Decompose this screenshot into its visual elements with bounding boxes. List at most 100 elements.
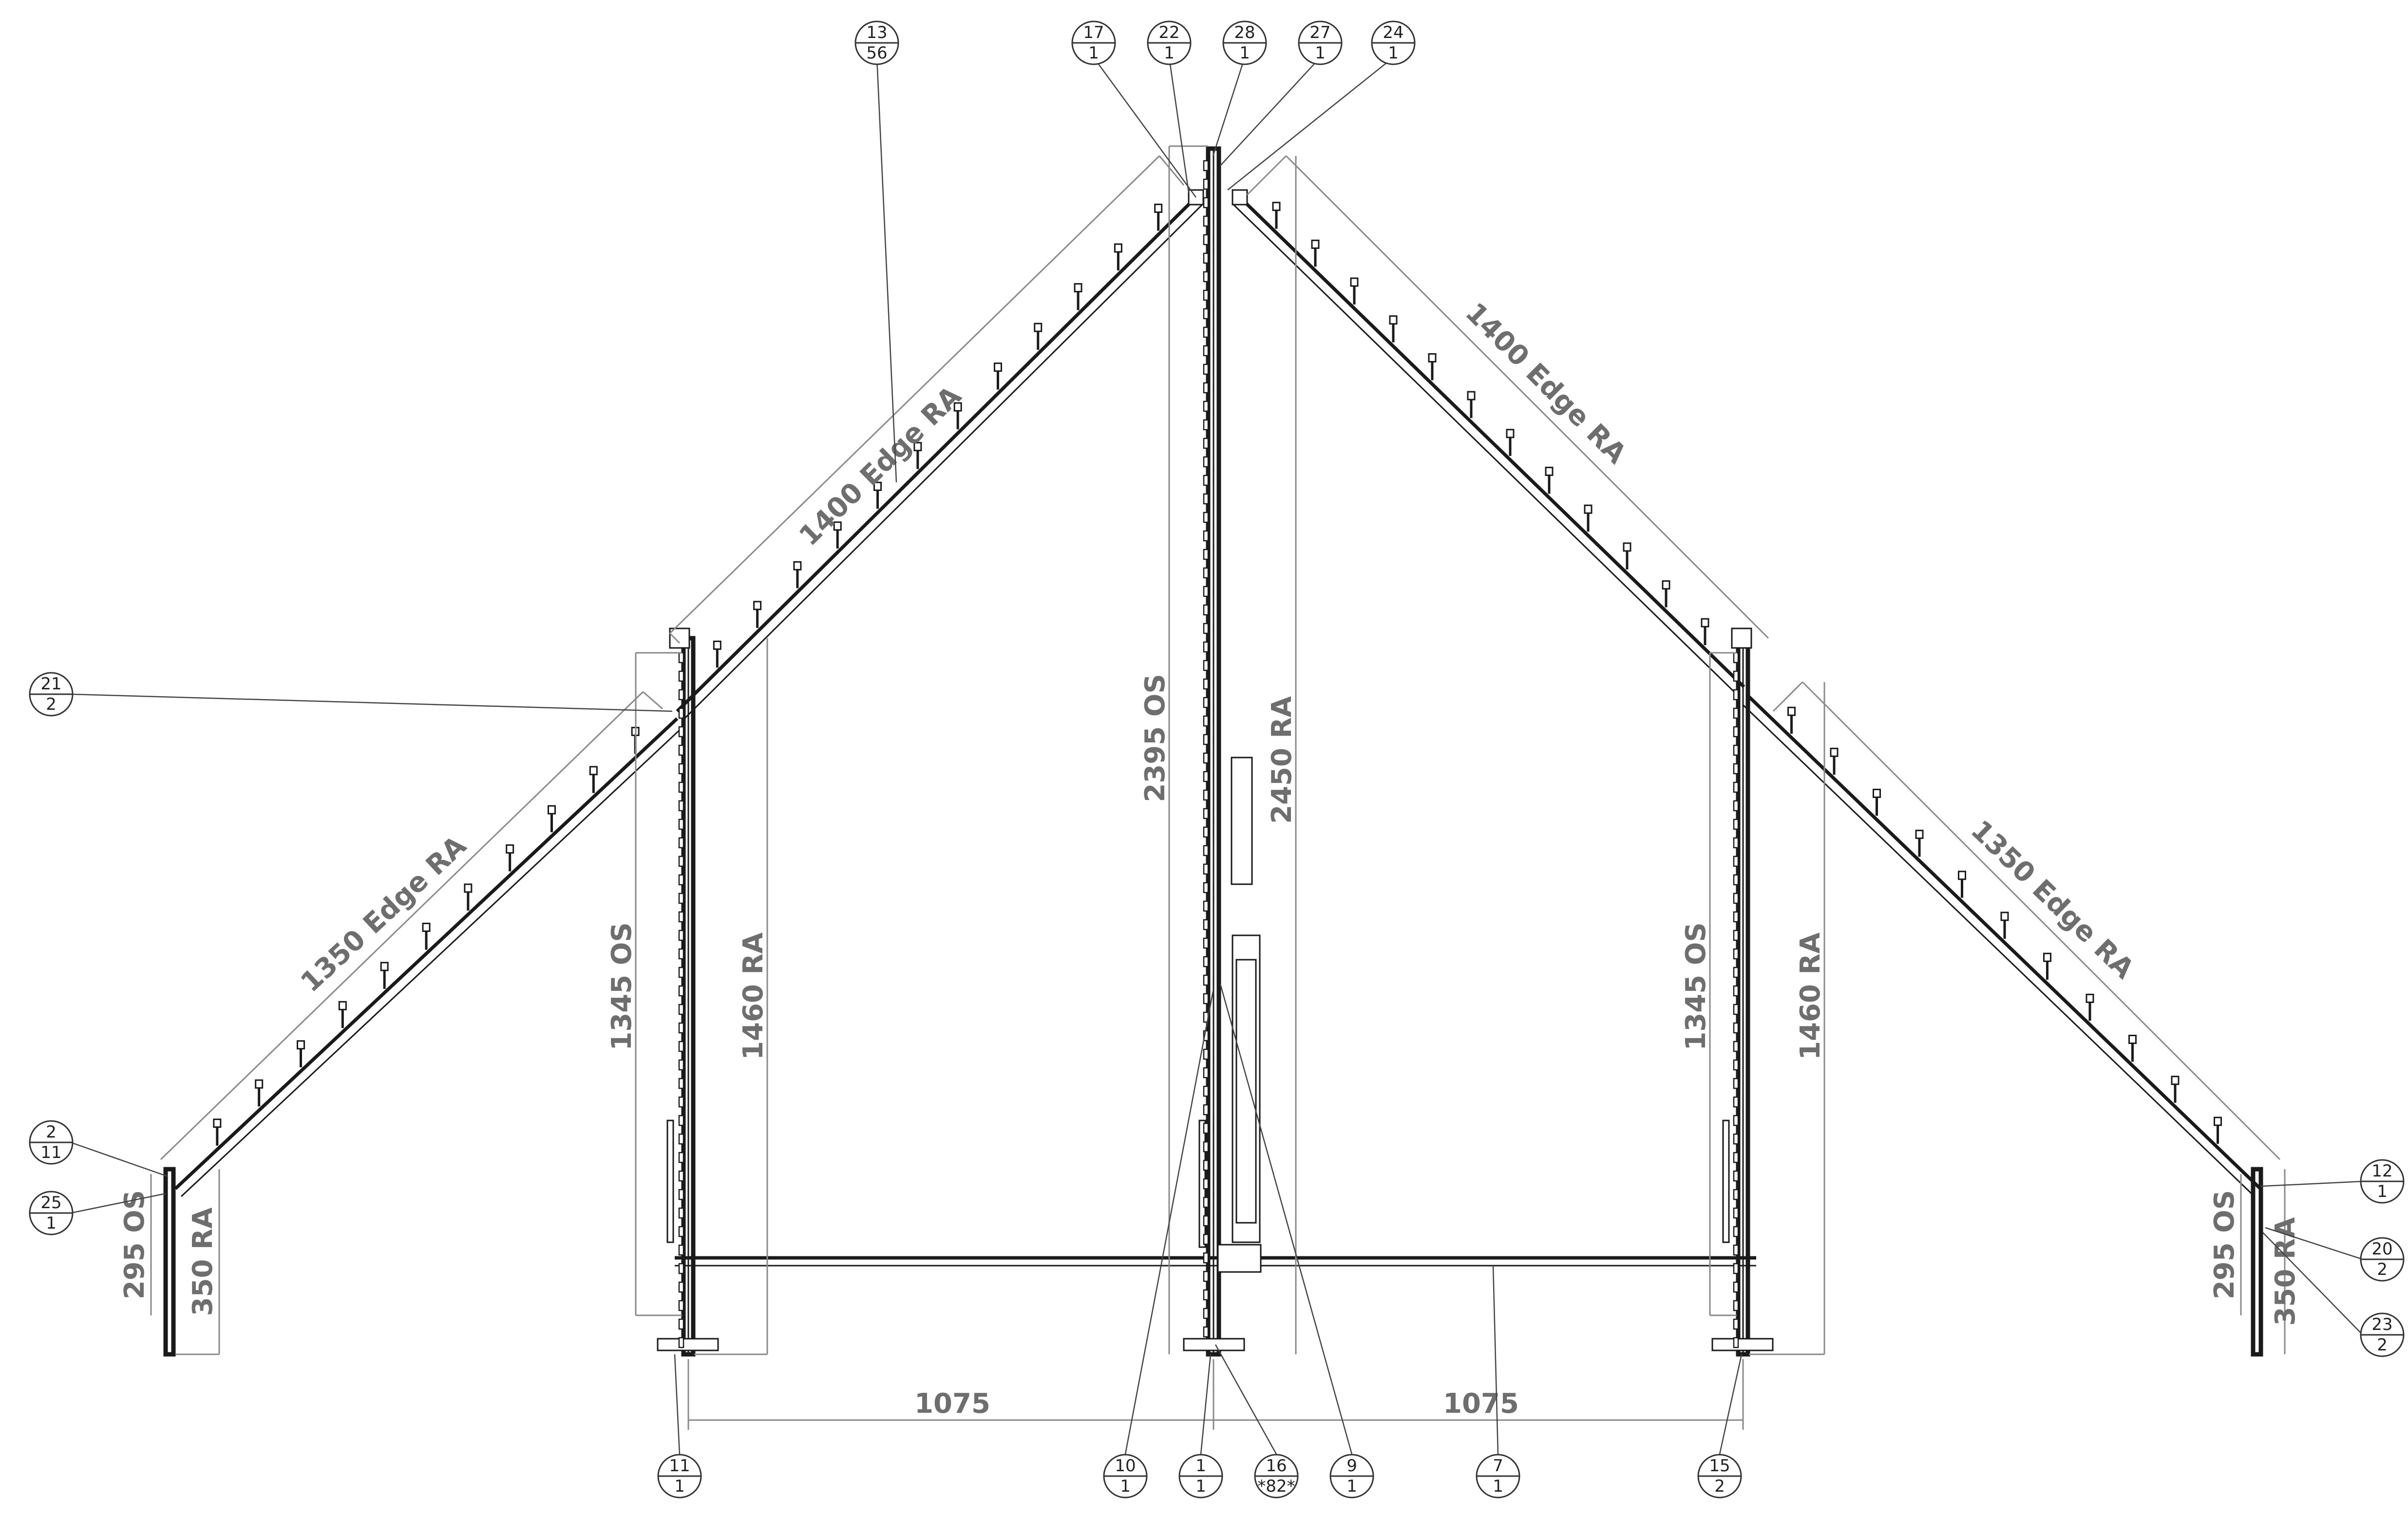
post-tooth bbox=[678, 1263, 684, 1274]
post-tooth bbox=[1203, 808, 1209, 819]
balloon-number: 27 bbox=[1309, 23, 1330, 42]
purlin-clip-head bbox=[1584, 504, 1593, 514]
post-tooth bbox=[678, 1226, 684, 1237]
post-tooth bbox=[678, 874, 684, 886]
leader-lines bbox=[70, 57, 2363, 1455]
purlin-clip-head bbox=[1662, 580, 1670, 590]
post-tooth bbox=[1203, 623, 1209, 634]
tie-beam bbox=[675, 1256, 1756, 1267]
post-tooth bbox=[678, 1170, 684, 1182]
dim-label-left-upper-rafter: 1400 Edge RA bbox=[793, 380, 967, 552]
post-tooth bbox=[1203, 604, 1209, 616]
post-tooth bbox=[1203, 289, 1209, 301]
purlin-clip-head bbox=[1506, 429, 1515, 438]
post-tooth bbox=[1203, 326, 1209, 338]
purlin-clip-head bbox=[1311, 239, 1320, 249]
base-plates bbox=[657, 1338, 1774, 1351]
post-tooth bbox=[1733, 874, 1739, 886]
post-tooth bbox=[1733, 985, 1739, 997]
post-tooth bbox=[1733, 855, 1739, 867]
post-tooth bbox=[1203, 1159, 1209, 1171]
post-tooth bbox=[1203, 937, 1209, 949]
balloon-item-7: 7 1 bbox=[1476, 1454, 1520, 1499]
balloon-item-11: 11 1 bbox=[657, 1454, 702, 1499]
post-tooth bbox=[678, 948, 684, 960]
purlin-clip-head bbox=[993, 362, 1002, 372]
balloon-number: 7 bbox=[1493, 1456, 1503, 1476]
post-tooth bbox=[1203, 474, 1209, 486]
post-tooth bbox=[1203, 993, 1209, 1005]
balloon-quantity: 1 bbox=[1315, 43, 1326, 63]
purlin-clip-head bbox=[953, 402, 962, 412]
rafter-right-lower bbox=[1742, 695, 2262, 1197]
purlin-clip-head bbox=[1545, 467, 1554, 476]
post-tooth bbox=[1203, 845, 1209, 856]
balloon-number: 20 bbox=[2371, 1239, 2392, 1259]
balloon-item-10: 10 1 bbox=[1103, 1454, 1148, 1499]
post-tooth bbox=[1203, 752, 1209, 764]
post-tooth bbox=[678, 1115, 684, 1126]
purlin-clip-head bbox=[1873, 789, 1881, 798]
purlin-clip-head bbox=[589, 766, 598, 776]
balloon-number: 2 bbox=[46, 1122, 57, 1142]
balloon-item-17: 17 1 bbox=[1071, 20, 1116, 65]
balloon-item-28: 28 1 bbox=[1222, 20, 1267, 65]
post-tooth bbox=[1203, 512, 1209, 523]
balloon-item-23: 23 2 bbox=[2360, 1312, 2405, 1357]
post-tooth bbox=[678, 985, 684, 997]
right-eave-post bbox=[2251, 1167, 2263, 1357]
purlin-clips bbox=[213, 202, 2222, 1146]
post-tooth bbox=[678, 1022, 684, 1034]
post-tooth bbox=[678, 781, 684, 793]
purlin-clip-head bbox=[380, 962, 389, 971]
post-tooth bbox=[1733, 1096, 1739, 1108]
post-tooth bbox=[678, 967, 684, 978]
post-tooth bbox=[1733, 1244, 1739, 1256]
balloon-quantity: 1 bbox=[1120, 1477, 1131, 1496]
post-tooth bbox=[1203, 1308, 1209, 1319]
post-tooth bbox=[1203, 234, 1209, 246]
post-tooth bbox=[1203, 252, 1209, 264]
balloon-number: 9 bbox=[1346, 1456, 1357, 1476]
post-tooth bbox=[678, 744, 684, 756]
post-tooth bbox=[1733, 930, 1739, 941]
post-tooth bbox=[1733, 1207, 1739, 1219]
post-tooth bbox=[1733, 744, 1739, 756]
balloon-quantity: 56 bbox=[866, 43, 887, 63]
purlin-clip-head bbox=[2171, 1076, 2180, 1085]
balloon-item-9: 9 1 bbox=[1329, 1454, 1374, 1499]
purlin-clip-head bbox=[1034, 323, 1043, 332]
side-rod-right bbox=[1722, 1120, 1730, 1243]
post-tooth bbox=[1203, 863, 1209, 875]
purlin-clip-head bbox=[753, 601, 762, 610]
purlin-clip-head bbox=[1350, 277, 1359, 287]
post-tooth bbox=[678, 1300, 684, 1311]
post-tooth bbox=[1203, 1141, 1209, 1153]
item-balloons: 13 56 17 1 22 1 28 1 27 1 24 1 bbox=[29, 20, 2405, 1499]
post-tooth bbox=[1733, 1170, 1739, 1182]
purlin-clip-head bbox=[338, 1001, 347, 1010]
balloon-quantity: 1 bbox=[1239, 43, 1250, 63]
balloon-item-12: 12 1 bbox=[2360, 1159, 2405, 1204]
purlin-clip-head bbox=[1915, 830, 1924, 839]
balloon-quantity: 2 bbox=[2377, 1335, 2388, 1355]
post-tooth bbox=[1733, 800, 1739, 812]
balloon-quantity: *82* bbox=[1257, 1477, 1295, 1496]
balloon-quantity: 1 bbox=[1346, 1477, 1357, 1496]
post-tooth bbox=[678, 1041, 684, 1052]
post-tooth bbox=[1733, 948, 1739, 960]
post-tooth bbox=[1733, 1337, 1739, 1348]
post-tooth bbox=[1203, 549, 1209, 560]
balloon-quantity: 1 bbox=[46, 1214, 57, 1233]
purlin-clip-head bbox=[1389, 315, 1398, 325]
dim-label-left-post-os: 1345 OS bbox=[606, 922, 638, 1050]
post-tooth bbox=[1203, 1067, 1209, 1079]
post-tooth bbox=[678, 726, 684, 738]
purlin-clip-head bbox=[1701, 618, 1709, 627]
purlin-clip-head bbox=[873, 481, 882, 491]
balloon-quantity: 1 bbox=[2377, 1182, 2388, 1201]
balloon-item-25: 25 1 bbox=[29, 1191, 74, 1235]
post-tooth bbox=[1733, 911, 1739, 923]
post-tooth bbox=[1733, 652, 1739, 664]
post-tooth bbox=[1733, 689, 1739, 701]
